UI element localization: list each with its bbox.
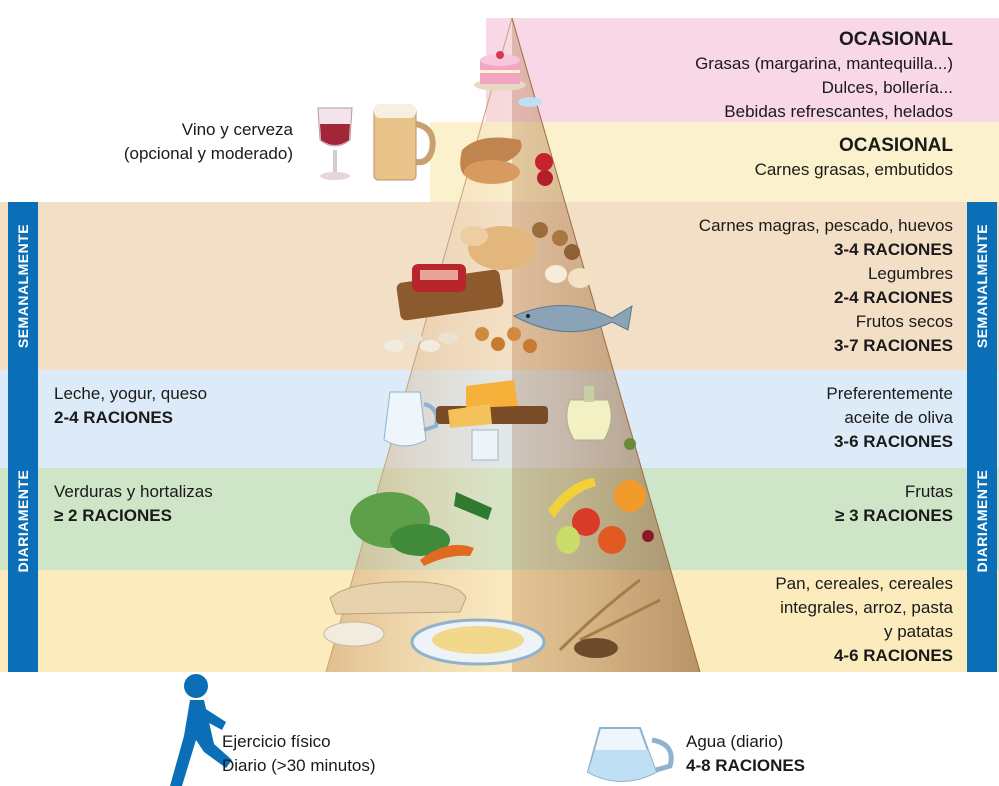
cereal-line4: 4-6 RACIONES xyxy=(693,644,953,668)
vegetables-line2: ≥ 2 RACIONES xyxy=(54,504,314,528)
fruit-text: Frutas ≥ 3 RACIONES xyxy=(693,480,953,528)
water-line1: Agua (diario) xyxy=(686,730,886,754)
beer-mug-icon xyxy=(374,104,433,180)
weekly-line6: 3-7 RACIONES xyxy=(633,334,953,358)
pasta-plate-icon xyxy=(412,620,544,664)
weekly-line2: 3-4 RACIONES xyxy=(633,238,953,262)
oil-line2: aceite de oliva xyxy=(693,406,953,430)
weekly-line5: Frutos secos xyxy=(633,310,953,334)
weekly-line3: Legumbres xyxy=(633,262,953,286)
occasional-top-line3: Bebidas refrescantes, helados xyxy=(573,100,953,124)
occasional-top-line2: Dulces, bollería... xyxy=(573,76,953,100)
tab-weekly-left-label: SEMANALMENTE xyxy=(15,224,31,348)
occasional-meats-heading: OCASIONAL xyxy=(573,134,953,158)
occasional-top-heading: OCASIONAL xyxy=(573,28,953,52)
tab-weekly-left: SEMANALMENTE xyxy=(8,202,38,370)
water-line2: 4-8 RACIONES xyxy=(686,754,886,778)
oil-text: Preferentemente aceite de oliva 3-6 RACI… xyxy=(693,382,953,454)
wine-beer-line1: Vino y cerveza xyxy=(33,118,293,142)
dairy-line2: 2-4 RACIONES xyxy=(54,406,314,430)
tab-weekly-right: SEMANALMENTE xyxy=(967,202,997,370)
vegetables-line1: Verduras y hortalizas xyxy=(54,480,314,504)
weekly-line4: 2-4 RACIONES xyxy=(633,286,953,310)
tab-daily-left: DIARIAMENTE xyxy=(8,370,38,672)
oil-line3: 3-6 RACIONES xyxy=(693,430,953,454)
tab-daily-left-label: DIARIAMENTE xyxy=(15,470,31,573)
exercise-text: Ejercicio físico Diario (>30 minutos) xyxy=(222,730,462,778)
water-jug-icon xyxy=(588,728,671,781)
cereal-line2: integrales, arroz, pasta xyxy=(693,596,953,620)
dairy-text: Leche, yogur, queso 2-4 RACIONES xyxy=(54,382,314,430)
occasional-meats-text: OCASIONAL Carnes grasas, embutidos xyxy=(573,134,953,182)
tab-weekly-right-label: SEMANALMENTE xyxy=(974,224,990,348)
cereal-line1: Pan, cereales, cereales xyxy=(693,572,953,596)
oil-line1: Preferentemente xyxy=(693,382,953,406)
cereal-text: Pan, cereales, cereales integrales, arro… xyxy=(693,572,953,668)
water-text: Agua (diario) 4-8 RACIONES xyxy=(686,730,886,778)
occasional-top-line1: Grasas (margarina, mantequilla...) xyxy=(573,52,953,76)
cereal-line3: y patatas xyxy=(693,620,953,644)
fruit-line1: Frutas xyxy=(693,480,953,504)
exercise-line1: Ejercicio físico xyxy=(222,730,462,754)
wine-beer-line2: (opcional y moderado) xyxy=(33,142,293,166)
exercise-line2: Diario (>30 minutos) xyxy=(222,754,462,778)
tab-daily-right: DIARIAMENTE xyxy=(967,370,997,672)
fruit-line2: ≥ 3 RACIONES xyxy=(693,504,953,528)
vegetables-text: Verduras y hortalizas ≥ 2 RACIONES xyxy=(54,480,314,528)
dairy-line1: Leche, yogur, queso xyxy=(54,382,314,406)
weekly-line1: Carnes magras, pescado, huevos xyxy=(633,214,953,238)
wine-glass-icon xyxy=(318,108,352,180)
tab-daily-right-label: DIARIAMENTE xyxy=(974,470,990,573)
occasional-top-text: OCASIONAL Grasas (margarina, mantequilla… xyxy=(573,28,953,124)
wine-beer-text: Vino y cerveza (opcional y moderado) xyxy=(33,118,293,166)
weekly-text: Carnes magras, pescado, huevos 3-4 RACIO… xyxy=(633,214,953,358)
occasional-meats-line1: Carnes grasas, embutidos xyxy=(573,158,953,182)
